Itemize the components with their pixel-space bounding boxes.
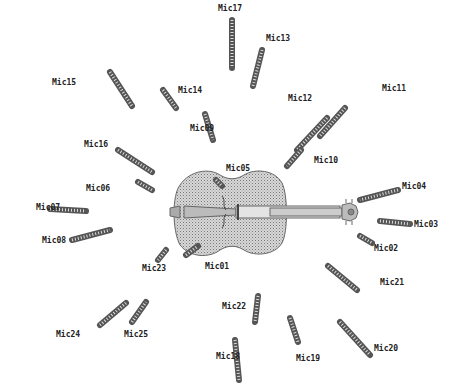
microphone — [118, 150, 152, 172]
mic-label: Mic11 — [382, 84, 406, 94]
mic-label: Mic03 — [414, 220, 438, 230]
microphone — [290, 318, 298, 342]
mic-label: Mic13 — [266, 34, 290, 44]
mic-label: Mic02 — [374, 244, 398, 254]
microphone — [100, 303, 126, 325]
mic-label: Mic20 — [374, 344, 398, 354]
mic-label: Mic01 — [205, 262, 229, 272]
mic-label: Mic05 — [226, 164, 250, 174]
mic-label: Mic15 — [52, 78, 76, 88]
microphone — [132, 302, 146, 322]
mic-label: Mic21 — [380, 278, 404, 288]
microphone — [360, 190, 398, 200]
mic-label: Mic06 — [86, 184, 110, 194]
microphone — [253, 50, 262, 86]
microphone — [186, 246, 198, 255]
microphones — [50, 20, 410, 380]
microphone — [255, 296, 258, 322]
microphone — [216, 180, 222, 186]
microphone — [138, 182, 152, 190]
mic-label: Mic10 — [314, 156, 338, 166]
mic-label: Mic14 — [178, 86, 202, 96]
microphone — [297, 118, 327, 150]
microphone — [232, 20, 233, 68]
mic-label: Mic23 — [142, 264, 166, 274]
microphone — [287, 150, 301, 166]
microphone — [340, 322, 370, 355]
mic-label: Mic19 — [296, 354, 320, 364]
microphone — [380, 221, 410, 224]
mic-label: Mic16 — [84, 140, 108, 150]
microphone — [328, 266, 357, 290]
microphone — [360, 236, 372, 243]
mic-label: Mic22 — [222, 302, 246, 312]
mic-label: Mic09 — [190, 124, 214, 134]
mic-label: Mic17 — [218, 4, 242, 14]
microphone — [110, 72, 132, 106]
microphone — [72, 230, 110, 240]
mic-label: Mic24 — [56, 330, 80, 340]
mic-label: Mic08 — [42, 236, 66, 246]
mic-label: Mic12 — [288, 94, 312, 104]
microphone — [163, 90, 176, 108]
mic-label: Mic18 — [216, 352, 240, 362]
mic-label: Mic04 — [402, 182, 426, 192]
mic-label: Mic07 — [36, 203, 60, 213]
microphone — [158, 250, 166, 260]
violin — [170, 171, 358, 255]
mic-label: Mic25 — [124, 330, 148, 340]
